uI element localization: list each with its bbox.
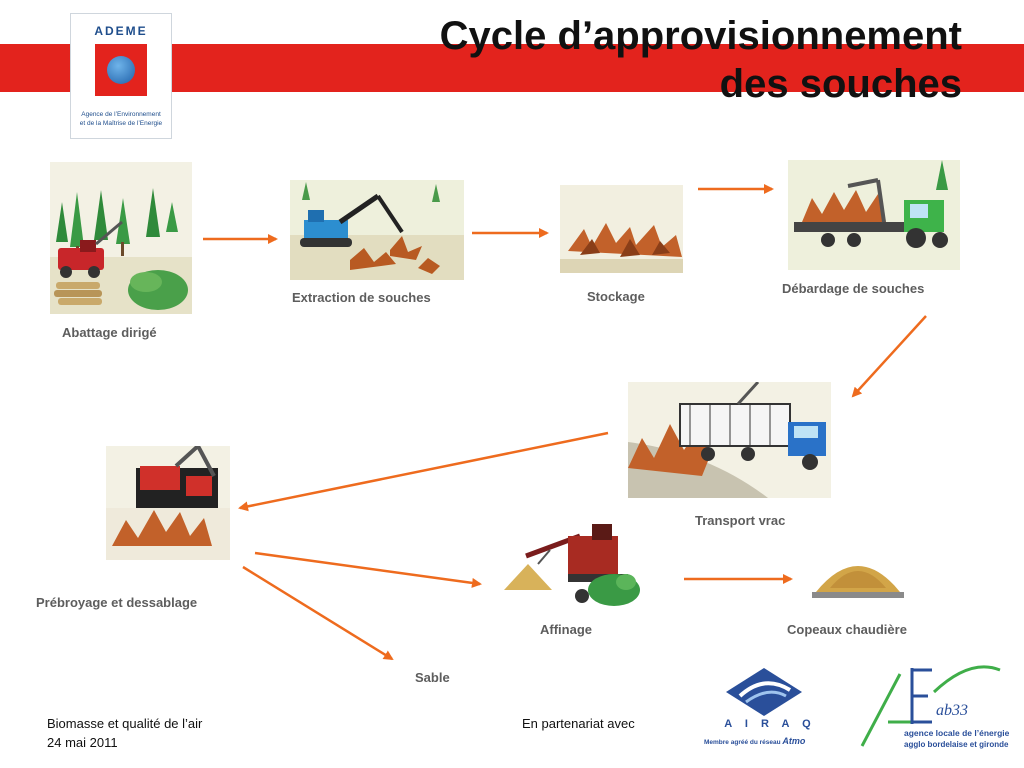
- forest-felling-illustration: [50, 162, 192, 314]
- footer-date: 24 mai 2011: [47, 735, 118, 750]
- title-line-2: des souches: [719, 62, 962, 106]
- label-affinage: Affinage: [540, 622, 592, 637]
- label-abattage: Abattage dirigé: [62, 325, 157, 340]
- airaq-logo: A I R A Q Membre agréé du réseau Atmo: [700, 666, 838, 750]
- arrow-prebroyage-affinage: [254, 551, 482, 588]
- stump-pile-illustration: [560, 185, 683, 273]
- excavator-illustration: [290, 180, 464, 280]
- label-debardage: Débardage de souches: [782, 281, 925, 296]
- arrow-transport-prebroyage: [238, 431, 609, 512]
- globe-icon: [107, 56, 135, 84]
- ademe-logo-square: [95, 44, 147, 96]
- ale-line1: agence locale de l’énergie: [904, 728, 1010, 738]
- arrow-debardage-transport: [851, 315, 927, 398]
- label-prebroyage: Prébroyage et dessablage: [36, 595, 198, 610]
- ale-emblem-icon: [860, 665, 1001, 747]
- airaq-network: Atmo: [782, 736, 806, 746]
- label-transport: Transport vrac: [695, 513, 786, 528]
- forwarder-tractor-illustration: [788, 160, 960, 270]
- label-extraction: Extraction de souches: [292, 290, 431, 305]
- label-sable: Sable: [415, 670, 450, 685]
- airaq-tagline-text: Membre agréé du réseau: [704, 739, 781, 746]
- ademe-logo-subtitle: Agence de l’Environnement et de la Maîtr…: [77, 110, 165, 128]
- airaq-tagline: Membre agréé du réseau Atmo: [704, 736, 805, 746]
- ale-line2: agglo bordelaise et gironde: [904, 740, 1009, 749]
- label-copeaux: Copeaux chaudière: [787, 622, 907, 637]
- truck-illustration: [628, 382, 831, 498]
- airaq-letters: A I R A Q: [724, 718, 816, 730]
- footer-partner: En partenariat avec: [522, 716, 635, 731]
- footer-event: Biomasse et qualité de l’air: [47, 716, 203, 731]
- ademe-logo-name: ADEME: [94, 24, 148, 38]
- ademe-logo: ADEME Agence de l’Environnement et de la…: [70, 13, 172, 139]
- arrow-prebroyage-sable: [242, 565, 394, 661]
- ademe-subtitle-line2: et de la Maîtrise de l’Energie: [79, 120, 163, 127]
- ademe-subtitle-line1: Agence de l’Environnement: [81, 111, 161, 118]
- chip-pile-illustration: [812, 544, 904, 600]
- grinder-illustration: [498, 516, 648, 608]
- airaq-emblem-icon: [726, 668, 802, 716]
- shredder-illustration: [106, 446, 230, 560]
- footer-info: Biomasse et qualité de l’air 24 mai 2011: [47, 714, 202, 752]
- label-stockage: Stockage: [587, 289, 645, 304]
- ale-mark: ab33: [936, 702, 968, 719]
- title-line-1: Cycle d’approvisionnement: [439, 14, 962, 58]
- page-title: Cycle d’approvisionnement des souches: [440, 12, 962, 108]
- ale-logo: ab33 agence locale de l’énergie agglo bo…: [860, 662, 1010, 758]
